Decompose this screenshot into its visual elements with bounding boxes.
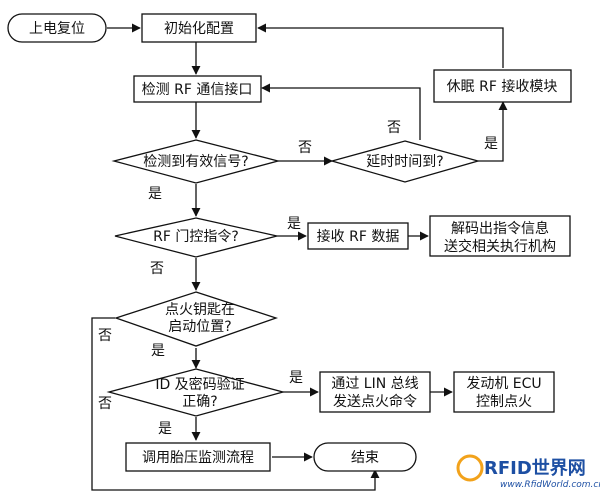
label-id-yes: 是 [289,370,303,386]
lin-send-label-line1: 通过 LIN 总线 [331,376,418,392]
label-key-yes: 是 [151,343,165,359]
id-password-decision: ID 及密码验证 正确? [106,368,286,417]
init-config-box: 初始化配置 [141,13,257,43]
receive-rf-box: 接收 RF 数据 [307,222,409,250]
rf-door-label: RF 门控指令? [153,229,239,245]
rf-door-decision: RF 门控指令? [114,217,278,258]
key-position-label-line1: 点火钥匙在 [165,302,235,318]
label-key-no: 否 [98,328,112,344]
end-label: 结束 [351,450,379,466]
key-position-decision: 点火钥匙在 启动位置? [113,291,279,347]
label-id-no: 否 [98,396,112,412]
watermark-url: www.RfidWorld.com.cn [500,480,600,490]
edge-delay-detect [261,83,421,140]
lin-send-box: 通过 LIN 总线 发送点火命令 [319,371,431,413]
receive-rf-label: 接收 RF 数据 [317,228,400,245]
connectors [91,23,508,491]
lin-send-label-line2: 发送点火命令 [333,393,417,410]
decode-label-line2: 送交相关执行机构 [444,238,556,255]
tire-monitor-box: 调用胎压监测流程 [125,442,271,472]
delay-decision: 延时时间到? [329,140,481,183]
watermark-brand: RFID世界网 [484,458,586,479]
watermark-logo: RFID世界网 www.RfidWorld.com.cn [456,454,600,490]
edge-delay-sleep [478,101,508,162]
init-config-label: 初始化配置 [164,20,234,37]
valid-signal-label: 检测到有效信号? [143,154,248,170]
decode-box: 解码出指令信息 送交相关执行机构 [429,215,571,257]
decode-label-line1: 解码出指令信息 [451,220,549,237]
label-delay-yes: 是 [484,136,498,152]
label-id-yes-down: 是 [158,421,172,437]
ecu-label-line1: 发动机 ECU [466,376,541,392]
logo-ring-icon [456,454,484,482]
start-node: 上电复位 [7,13,107,43]
edge-key-end [91,317,380,491]
sleep-rf-label: 休眠 RF 接收模块 [447,78,558,95]
edge-labels: 否 是 否 是 是 否 否 是 是 否 是 [98,120,498,437]
detect-rf-box: 检测 RF 通信接口 [133,75,262,103]
ecu-box: 发动机 ECU 控制点火 [453,371,555,413]
label-valid-yes: 是 [148,186,162,202]
label-door-no: 否 [150,261,164,277]
label-delay-no: 否 [387,120,401,136]
id-password-label-line2: 正确? [182,394,217,410]
edge-sleep-init [257,23,504,68]
detect-rf-label: 检测 RF 通信接口 [142,81,253,98]
label-door-yes: 是 [287,216,301,232]
delay-label: 延时时间到? [366,154,443,170]
sleep-rf-box: 休眠 RF 接收模块 [433,69,572,103]
tire-monitor-label: 调用胎压监测流程 [142,450,254,466]
end-node: 结束 [313,442,417,472]
ecu-label-line2: 控制点火 [476,394,532,410]
label-valid-no: 否 [298,140,312,156]
key-position-label-line2: 启动位置? [168,319,231,335]
valid-signal-decision: 检测到有效信号? [111,139,281,184]
id-password-label-line1: ID 及密码验证 [155,376,244,393]
start-node-label: 上电复位 [29,20,85,37]
